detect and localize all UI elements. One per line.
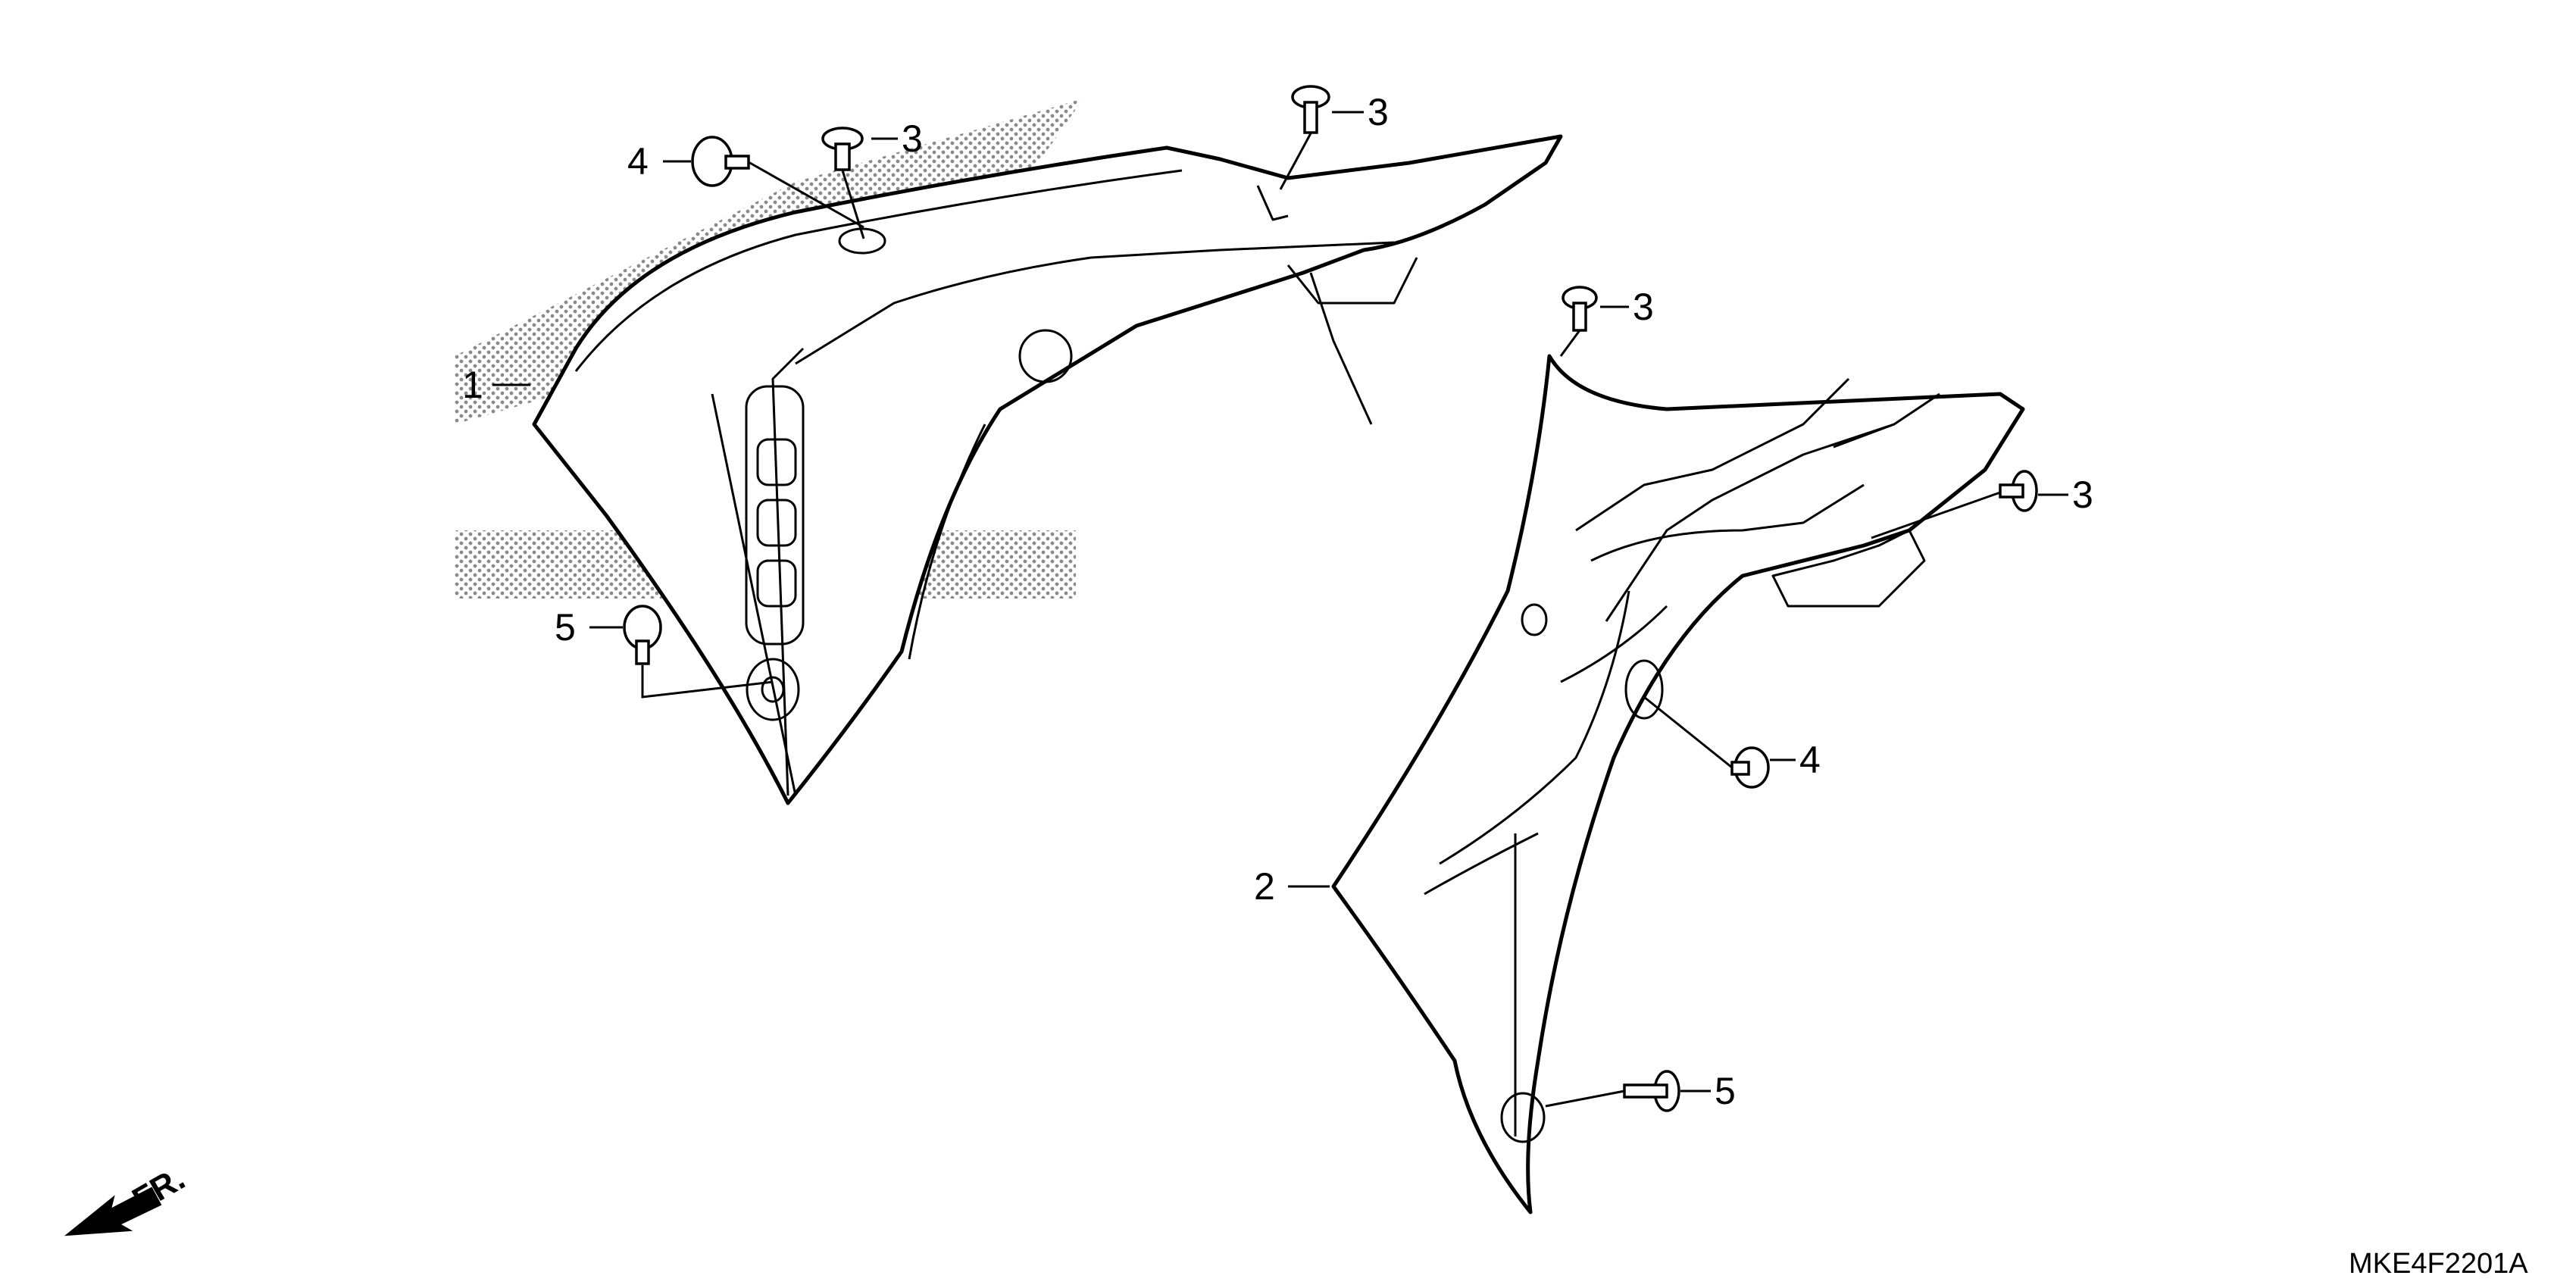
callout-2: 2 (1254, 865, 1275, 908)
grommet-4a-icon (691, 136, 750, 187)
bolt-5b-icon (1623, 1070, 1680, 1112)
bolt-3b-icon (1291, 85, 1330, 134)
grommet-4b-icon (1730, 746, 1770, 789)
left-shroud-part-1 (532, 134, 1563, 805)
bolt-3d-icon (1999, 470, 2038, 512)
bolt-3a-icon (821, 127, 864, 171)
collar-5a-icon (623, 605, 662, 665)
callout-3-top-right: 3 (1368, 91, 1389, 133)
leader-lines (492, 111, 2068, 1108)
callout-3-top-left: 3 (902, 117, 923, 160)
bolt-3c-icon (1562, 286, 1598, 332)
front-arrow-icon (64, 1186, 162, 1236)
callout-5-left: 5 (555, 606, 576, 649)
callout-4-left: 4 (627, 140, 649, 183)
callout-1: 1 (462, 364, 483, 406)
callout-3-right-top: 3 (1633, 286, 1654, 328)
callout-3-right-side: 3 (2072, 474, 2093, 516)
callout-5-right: 5 (1715, 1070, 1736, 1112)
diagram-code: MKE4F2201A (2349, 1248, 2528, 1280)
right-shroud-part-2 (1331, 354, 2025, 1215)
callout-4-right: 4 (1799, 739, 1821, 781)
